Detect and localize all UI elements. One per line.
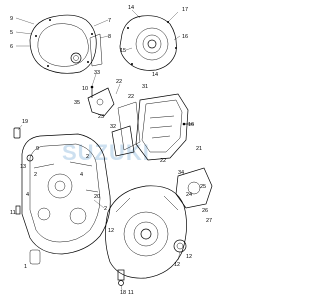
- callout-31: 1: [24, 264, 27, 270]
- seal-ring: [173, 239, 187, 253]
- callout-4: 8: [108, 34, 111, 40]
- callout-22: 9: [36, 146, 39, 152]
- callout-28: 4: [80, 172, 83, 178]
- callout-1: 5: [10, 30, 13, 36]
- callout-38: 11: [128, 290, 134, 296]
- callout-34: 25: [200, 184, 206, 190]
- dowel-pin-left: [13, 127, 21, 139]
- callout-5: 14: [128, 5, 134, 11]
- callout-12: 10: [82, 86, 88, 92]
- callout-24: 13: [20, 164, 26, 170]
- callout-8: 15: [120, 48, 126, 54]
- callout-29: 20: [94, 194, 100, 200]
- callout-10: 33: [94, 70, 100, 76]
- gasket-top-left: [89, 33, 103, 67]
- callout-32: 11: [10, 210, 16, 216]
- callout-6: 17: [182, 7, 188, 13]
- callout-37: 18: [120, 290, 126, 296]
- callout-33: 24: [186, 192, 192, 198]
- callout-16: 31: [142, 84, 148, 90]
- callout-7: 16: [182, 34, 188, 40]
- callout-20: 22: [160, 158, 166, 164]
- callout-26: 2: [86, 154, 89, 160]
- callout-41: 27: [206, 218, 212, 224]
- plug-left: [26, 154, 34, 162]
- callouts: 9 5 6 7 8 14 17 16 15 14 33 22 10 23 35 …: [10, 5, 212, 296]
- gasket-middle: [117, 101, 141, 151]
- callout-15: 22: [128, 94, 134, 100]
- sprocket-cover: [135, 93, 189, 161]
- breather-plate: [87, 87, 115, 117]
- callout-0: 9: [10, 16, 13, 22]
- exploded-parts-diagram: SUZUKI: [10, 5, 213, 296]
- magneto-cover: [119, 15, 177, 71]
- crankcase-left: [21, 133, 111, 255]
- callout-25: 2: [34, 172, 37, 178]
- callout-14: 35: [74, 100, 80, 106]
- callout-17: 16: [188, 122, 194, 128]
- callout-39: 12: [174, 262, 180, 268]
- bolt-bottom-left: [15, 205, 21, 215]
- callout-13: 23: [98, 114, 104, 120]
- small-bracket: [111, 125, 135, 157]
- callout-11: 22: [116, 79, 122, 85]
- callout-36: 12: [108, 228, 114, 234]
- gasket-bottom: [29, 249, 41, 265]
- bolt-upper: [90, 85, 94, 98]
- callout-23: 19: [22, 119, 28, 125]
- callout-35: 26: [202, 208, 208, 214]
- callout-3: 7: [108, 18, 111, 24]
- callout-9: 14: [152, 72, 158, 78]
- callout-27: 4: [26, 192, 29, 198]
- clutch-cover: [29, 14, 97, 74]
- parts-diagram-page: SUZUKI: [10, 5, 213, 296]
- leader-lines: [15, 9, 194, 291]
- callout-21: 34: [178, 170, 184, 176]
- callout-18: 32: [110, 124, 116, 130]
- callout-2: 6: [10, 44, 13, 50]
- callout-19: 21: [196, 146, 202, 152]
- callout-30: 2: [104, 206, 107, 212]
- callout-40: 12: [186, 254, 192, 260]
